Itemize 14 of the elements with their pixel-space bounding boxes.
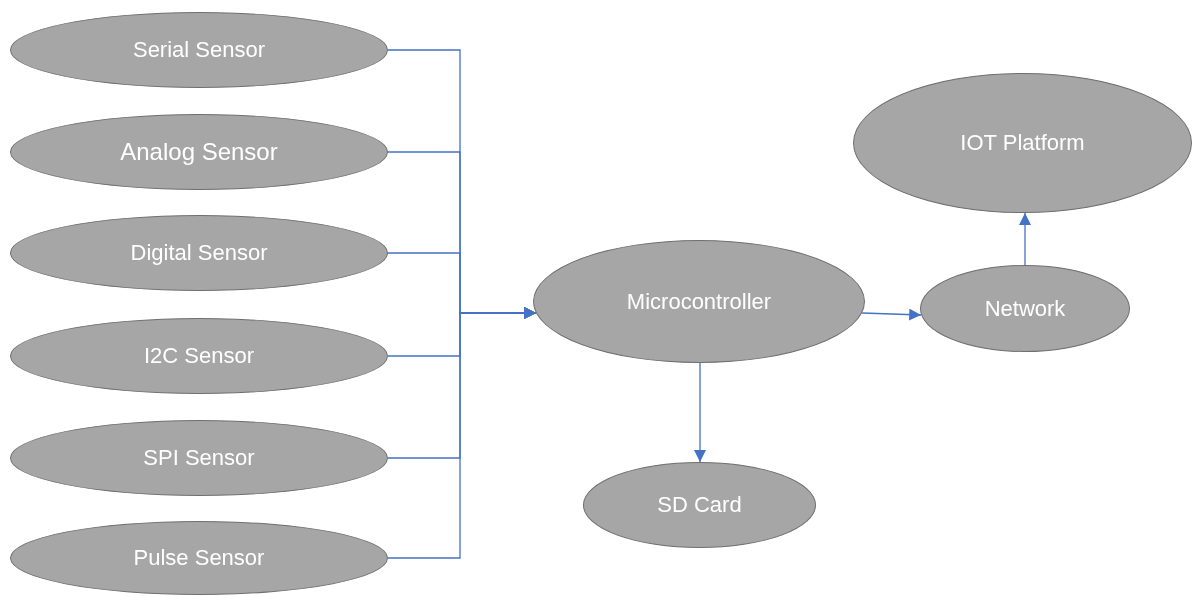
arrow [1019, 212, 1031, 266]
node-label: Pulse Sensor [133, 545, 265, 571]
node-label: Network [984, 295, 1066, 322]
node-label: SD Card [657, 492, 742, 518]
arrow [694, 362, 706, 463]
node-label: IOT Platform [960, 130, 1085, 156]
node-label: SPI Sensor [143, 445, 255, 471]
node-label: I2C Sensor [143, 343, 255, 369]
node-label: Digital Sensor [130, 240, 268, 266]
node-label: Microcontroller [626, 288, 772, 315]
arrow [387, 307, 537, 559]
arrow [861, 308, 922, 321]
node-label: Serial Sensor [132, 37, 266, 63]
node-label: Analog Sensor [120, 138, 278, 166]
